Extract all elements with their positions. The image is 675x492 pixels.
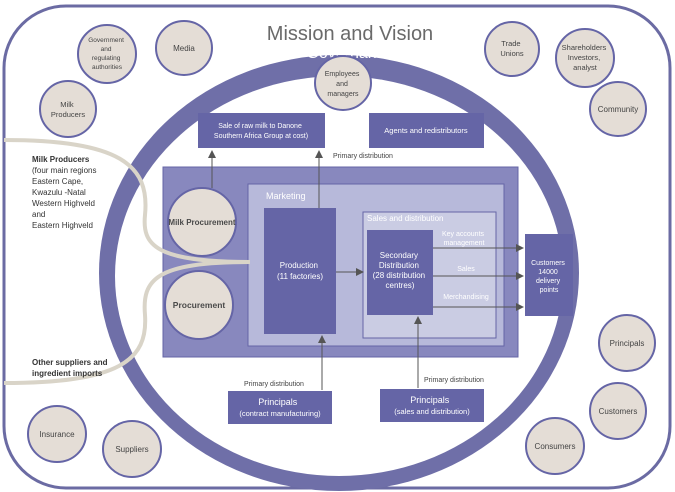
bubble-consumers-label: Consumers [535, 442, 576, 451]
secondary-distribution-label: Secondary Distribution (28 distribution … [373, 251, 428, 290]
production-label: Production (11 factories) [277, 261, 323, 281]
marketing-label: Marketing [266, 191, 306, 201]
bubble-customers [589, 382, 647, 440]
bubble-employees-label: Employees and managers [325, 71, 362, 98]
bubble-suppliers-label: Suppliers [115, 445, 148, 454]
flow-arrows [208, 150, 524, 390]
primary-distribution-top-label: Primary distribution [333, 153, 393, 160]
milk-procurement-label: Milk Procurement [168, 218, 235, 227]
bubble-shareholders [555, 28, 615, 88]
supply-band [3, 138, 251, 385]
bubble-trade-unions-label: Trade Unions [500, 39, 524, 58]
agents-box [369, 113, 484, 148]
key-accounts-label: Key accounts management [442, 231, 486, 247]
customers-box-label: Customers 14000 delivery points [531, 260, 567, 294]
primary-distribution-right-label: Primary distribution [424, 377, 484, 384]
agents-label: Agents and redistributors [384, 126, 468, 135]
principals-contract-box [228, 391, 332, 424]
bubble-media [155, 20, 213, 76]
bubble-principals-label: Principals [610, 339, 645, 348]
bubble-trade-unions [484, 21, 540, 77]
governance-label: Governance [306, 45, 393, 62]
bubble-shareholders-label: Shareholders Investors, analyst [562, 43, 609, 72]
bubble-community-label: Community [598, 105, 638, 114]
sale-raw-milk-label: Sale of raw milk to Danone Southern Afri… [214, 123, 308, 140]
bubble-community [589, 81, 647, 137]
bubble-consumers [525, 417, 585, 475]
procurement-label: Procurement [173, 300, 226, 310]
sale-raw-milk-box [198, 113, 325, 148]
bubble-milk-producers [39, 80, 97, 138]
secondary-distribution-box [367, 230, 433, 315]
other-suppliers-note: Other suppliers and ingredient imports [32, 358, 110, 378]
milk-producers-note: Milk Producers (four main regions Easter… [32, 155, 99, 230]
bubble-suppliers [102, 420, 162, 478]
sales-distribution-label: Sales and distribution [367, 214, 444, 223]
page-title: Mission and Vision [267, 23, 433, 45]
principals-contract-label: Principals (contract manufacturing) [239, 392, 321, 418]
bubble-government-label: Government and regulating authorities [88, 37, 126, 71]
principals-sales-label: Principals (sales and distribution) [394, 390, 470, 416]
principals-sales-box [380, 389, 484, 422]
bubble-media-label: Media [173, 44, 195, 53]
bubble-insurance [27, 405, 87, 463]
bubble-government [77, 24, 137, 84]
milk-procurement-circle [167, 187, 237, 257]
merchandising-label: Merchandising [443, 294, 489, 301]
procurement-circle [164, 270, 234, 340]
bubble-principals [598, 314, 656, 372]
production-box [264, 208, 336, 334]
bubble-insurance-label: Insurance [39, 430, 75, 439]
bubble-employees [314, 55, 372, 111]
bubble-milk-producers-label: Milk Producers [51, 100, 85, 119]
stakeholder-bubbles: Government and regulating authorities Me… [27, 20, 656, 478]
primary-distribution-left-label: Primary distribution [244, 381, 304, 388]
bubble-customers-label: Customers [599, 407, 638, 416]
sales-label: Sales [457, 266, 475, 273]
customers-box [525, 234, 573, 316]
